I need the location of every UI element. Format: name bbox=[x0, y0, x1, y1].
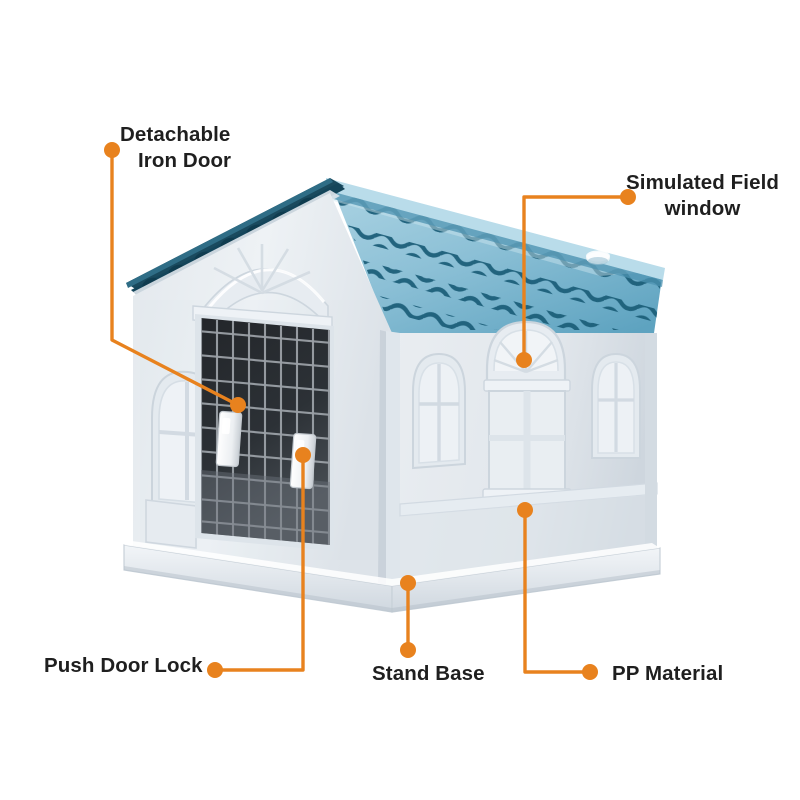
push-door-lock-left bbox=[215, 410, 243, 468]
callout-label-simulated-field-window: Simulated Field window bbox=[626, 170, 779, 222]
push-door-lock-right bbox=[289, 432, 317, 490]
callout-label-stand-base: Stand Base bbox=[372, 662, 485, 685]
callout-text-line1: Detachable bbox=[120, 123, 231, 146]
callout-label-pp-material: PP Material bbox=[612, 662, 724, 685]
callout-text-line1: Simulated Field bbox=[626, 171, 779, 194]
simulated-field-window bbox=[482, 320, 572, 500]
callout-text-line2: window bbox=[664, 197, 741, 221]
front-wall bbox=[133, 193, 392, 592]
side-window-small-3 bbox=[591, 352, 641, 459]
callout-label-push-door-lock: Push Door Lock bbox=[44, 654, 203, 677]
side-window-small-1 bbox=[412, 352, 466, 470]
callout-text-line2: Iron Door bbox=[138, 149, 232, 173]
